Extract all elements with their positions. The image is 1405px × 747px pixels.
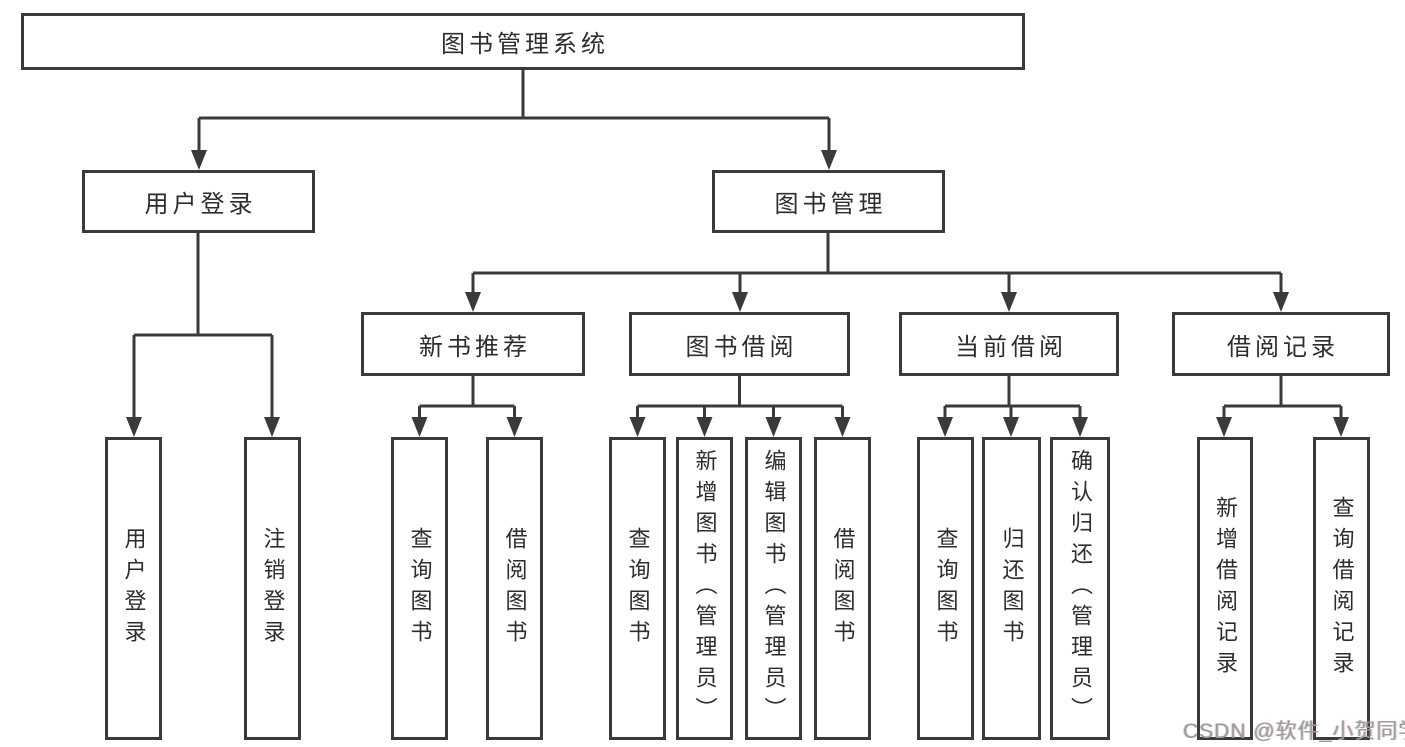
leaf-edit-books-admin: 编辑图书（管理员） xyxy=(745,437,802,740)
leaf-user-login: 用户登录 xyxy=(105,437,162,740)
arrow-down-icon xyxy=(1001,292,1017,312)
leaf-logout-login: 注销登录 xyxy=(244,437,301,740)
arrow-down-icon xyxy=(1003,417,1019,437)
arrow-down-icon xyxy=(696,417,713,437)
arrow-down-icon xyxy=(506,417,523,437)
arrow-down-icon xyxy=(765,417,782,437)
arrow-down-icon xyxy=(1216,417,1232,437)
arrow-down-icon xyxy=(126,417,142,437)
leaf-add-borrow-record: 新增借阅记录 xyxy=(1197,437,1253,740)
arrow-down-icon xyxy=(264,417,280,437)
arrow-down-icon xyxy=(732,292,748,312)
arrow-down-icon xyxy=(834,417,851,437)
arrow-down-icon xyxy=(465,292,481,312)
arrow-down-icon xyxy=(821,150,837,170)
node-new-book-recommend: 新书推荐 xyxy=(361,312,585,376)
leaf-query-books-borrow: 查询图书 xyxy=(609,437,666,740)
arrow-down-icon xyxy=(1333,417,1349,437)
leaf-query-books-current: 查询图书 xyxy=(917,437,974,740)
node-library-management-system: 图书管理系统 xyxy=(21,13,1025,70)
node-user-login: 用户登录 xyxy=(82,170,315,233)
node-book-borrow: 图书借阅 xyxy=(629,312,850,376)
node-current-borrow: 当前借阅 xyxy=(899,312,1119,376)
arrow-down-icon xyxy=(937,417,953,437)
node-borrow-records: 借阅记录 xyxy=(1172,312,1390,376)
arrow-down-icon xyxy=(1072,417,1088,437)
leaf-confirm-return-admin: 确认归还（管理员） xyxy=(1050,437,1110,740)
leaf-return-books: 归还图书 xyxy=(982,437,1041,740)
leaf-query-borrow-record: 查询借阅记录 xyxy=(1313,437,1370,740)
leaf-borrow-books: 借阅图书 xyxy=(814,437,871,740)
arrow-down-icon xyxy=(629,417,646,437)
arrow-down-icon xyxy=(1273,292,1289,312)
arrow-down-icon xyxy=(191,150,207,170)
leaf-add-books-admin: 新增图书（管理员） xyxy=(676,437,733,740)
arrow-down-icon xyxy=(411,417,428,437)
leaf-query-books-recommend: 查询图书 xyxy=(391,437,448,740)
leaf-borrow-books-recommend: 借阅图书 xyxy=(486,437,543,740)
csdn-watermark: CSDN @软件_小贺同学 xyxy=(1183,720,1405,743)
node-book-management: 图书管理 xyxy=(712,170,945,233)
